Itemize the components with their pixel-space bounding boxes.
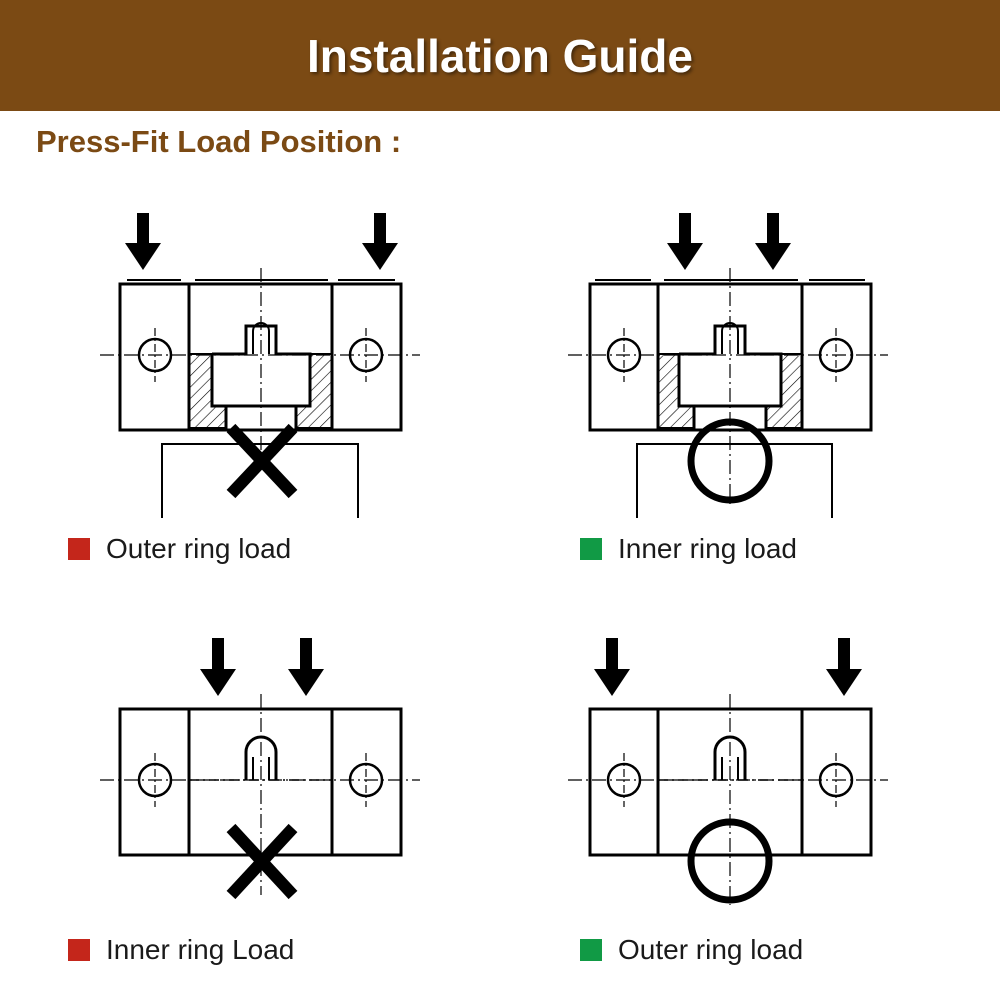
caption-outer-ring-load-top: Outer ring load	[68, 533, 291, 565]
caption-inner-ring-load-top: Inner ring load	[580, 533, 797, 565]
press-arrow-icon	[200, 638, 236, 696]
caption-text: Outer ring load	[618, 934, 804, 965]
circle-icon	[687, 418, 773, 504]
panel-outer-ring-load-bottom	[568, 638, 888, 905]
cross-icon	[226, 423, 298, 499]
bearing-housing-drawing	[568, 268, 888, 518]
page-title: Installation Guide	[307, 29, 693, 82]
panel-inner-ring-load-top	[568, 213, 888, 518]
press-arrow-icon	[667, 213, 703, 270]
caption-text: Outer ring load	[106, 533, 292, 564]
caption-inner-ring-load-bottom: Inner ring Load	[68, 934, 294, 966]
caption-text: Inner ring Load	[106, 934, 295, 965]
correct-marker-icon	[580, 538, 602, 560]
caption-outer-ring-load-bottom: Outer ring load	[580, 934, 803, 966]
press-arrow-icon	[362, 213, 398, 270]
bearing-housing-drawing	[568, 694, 888, 905]
panel-inner-ring-load-bottom	[100, 638, 420, 900]
correct-marker-icon	[580, 939, 602, 961]
section-subtitle: Press-Fit Load Position :	[36, 124, 402, 159]
circle-icon	[687, 818, 773, 904]
caption-text: Inner ring load	[618, 533, 798, 564]
press-arrow-icon	[594, 638, 630, 696]
press-arrow-icon	[826, 638, 862, 696]
panel-outer-ring-load-top	[100, 213, 420, 518]
press-arrow-icon	[755, 213, 791, 270]
cross-icon	[226, 823, 298, 900]
bearing-housing-drawing	[100, 268, 420, 518]
incorrect-marker-icon	[68, 538, 90, 560]
press-arrow-icon	[288, 638, 324, 696]
press-arrow-icon	[125, 213, 161, 270]
incorrect-marker-icon	[68, 939, 90, 961]
header-banner: Installation Guide	[0, 0, 1000, 111]
